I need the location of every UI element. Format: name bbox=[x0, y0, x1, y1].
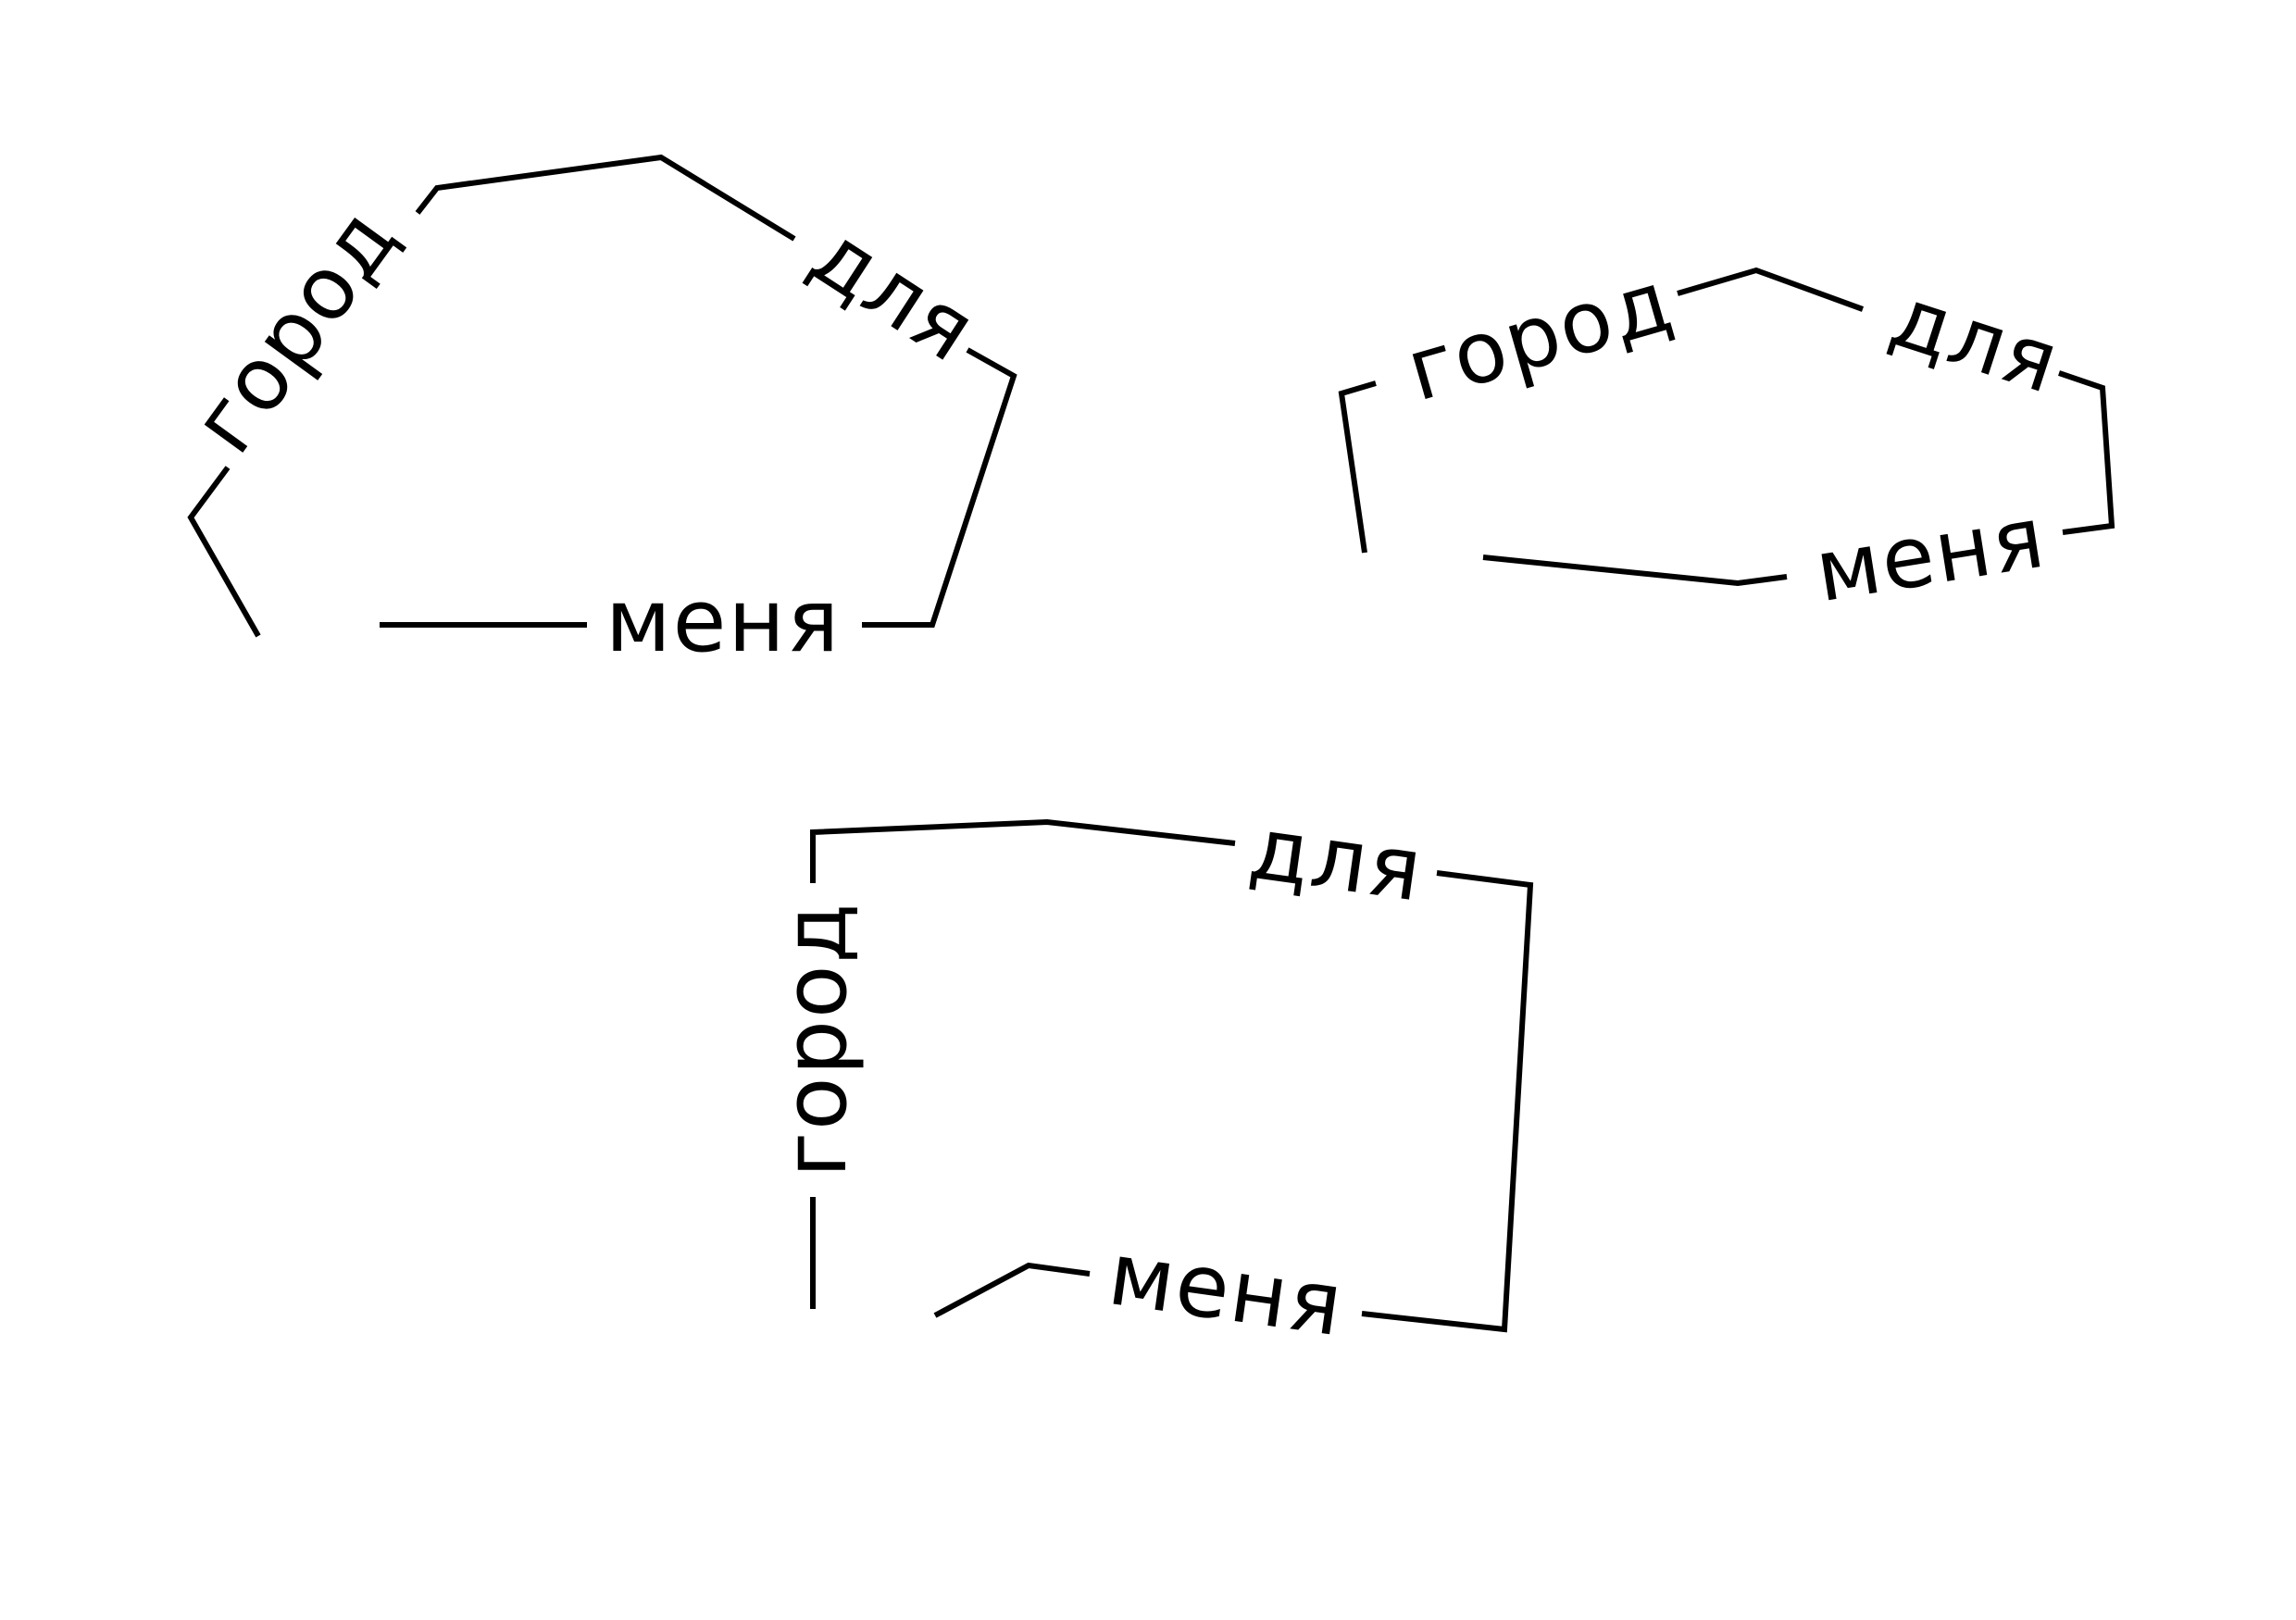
logo-1-word-dlya: для bbox=[793, 204, 993, 382]
logo-3-line-right bbox=[1361, 870, 1534, 1333]
logo-1-line-right bbox=[862, 347, 1017, 628]
logo-3-line-top bbox=[810, 818, 1236, 883]
logo-3-line-bottom bbox=[933, 1262, 1091, 1318]
logo-variant-1: город для меня bbox=[174, 154, 1017, 672]
logo-2-line-bottom bbox=[1482, 555, 1788, 587]
logo-variant-3: город для меня bbox=[766, 798, 1534, 1356]
logo-1-word-gorod: город bbox=[174, 189, 418, 472]
logo-3-word-gorod: город bbox=[766, 902, 867, 1178]
logo-2-word-gorod: город bbox=[1396, 251, 1683, 420]
logo-2-line-left bbox=[1338, 380, 1377, 554]
logo-2-word-dlya: для bbox=[1879, 267, 2071, 413]
logo-1-line-left bbox=[187, 466, 261, 638]
logo-2-line-top bbox=[1677, 267, 1865, 312]
logo-1-line-top bbox=[415, 154, 796, 242]
logo-2-word-menya: меня bbox=[1809, 488, 2053, 622]
logo-3-word-dlya: для bbox=[1243, 798, 1429, 922]
logo-1-word-menya: меня bbox=[605, 571, 841, 672]
logo-2-line-right bbox=[2058, 370, 2115, 535]
logo-3-word-menya: меня bbox=[1103, 1224, 1350, 1356]
logo-variant-2: город для меня bbox=[1338, 251, 2115, 622]
